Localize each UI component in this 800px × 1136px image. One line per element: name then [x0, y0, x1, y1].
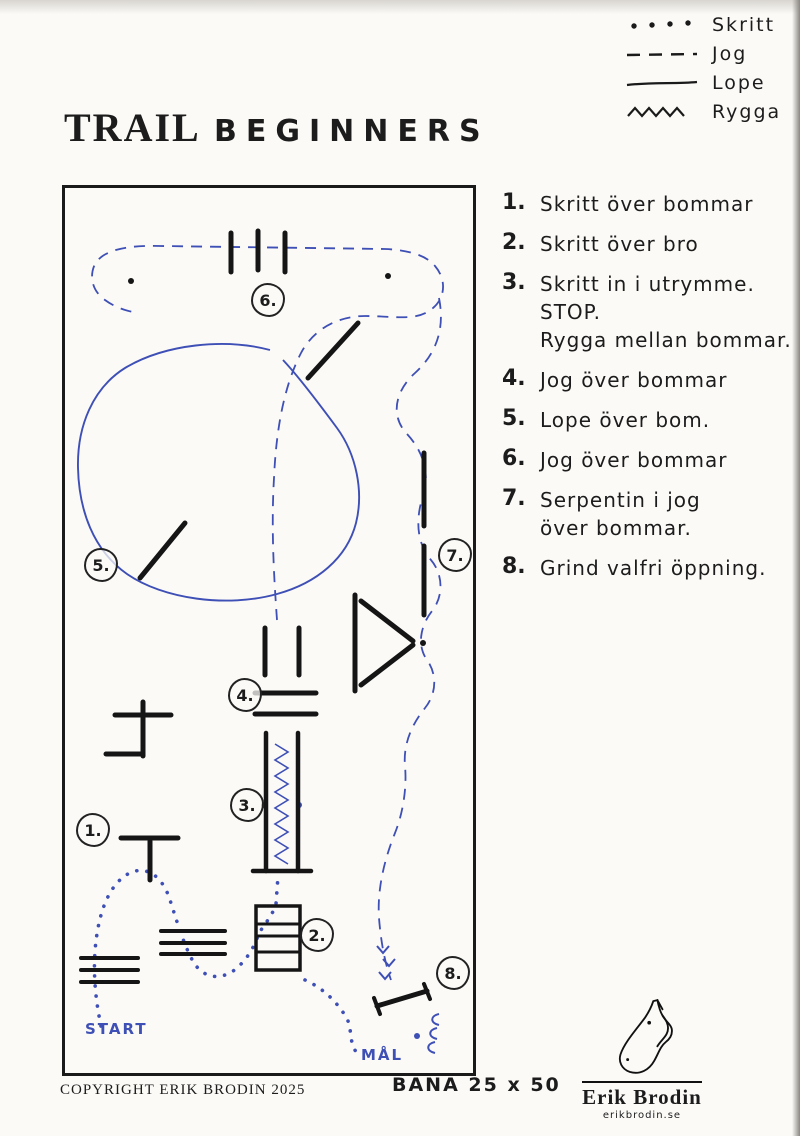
- obstacle-3-chute: [250, 730, 314, 874]
- jog-path-serpentine: [377, 297, 442, 981]
- rygga-zigzag: [273, 743, 290, 865]
- obstacle-instruction-list: 1. Skritt över bommar 2. Skritt över bro…: [502, 190, 798, 594]
- solid-line-icon: [626, 80, 698, 87]
- rider-paths: [77, 244, 444, 1056]
- instruction-text: STOP.: [540, 300, 601, 324]
- page-subtitle: BEGINNERS: [214, 114, 490, 149]
- instruction-number: 1.: [502, 190, 526, 215]
- skritt-path-to-goal: [303, 978, 360, 1056]
- instruction-text: Skritt in i utrymme.: [540, 272, 755, 296]
- instruction-4: 4. Jog över bommar: [502, 366, 798, 395]
- dashed-line-icon: [626, 52, 698, 57]
- instruction-text: Jog över bommar: [540, 368, 728, 392]
- skritt-path: [92, 868, 280, 1028]
- horse-head-icon: [618, 998, 673, 1074]
- course-dots: [128, 273, 426, 646]
- jog-path-top-loop: [91, 244, 444, 621]
- obstacle-1-t: [118, 835, 181, 883]
- instruction-1: 1. Skritt över bommar: [502, 190, 798, 219]
- logo-site: erikbrodin.se: [602, 1110, 682, 1121]
- zigzag-line-icon: [627, 106, 685, 118]
- instruction-8: 8. Grind valfri öppning.: [502, 554, 798, 583]
- scan-shadow-top: [0, 0, 800, 14]
- instruction-text: Skritt över bro: [540, 232, 699, 256]
- marker-1: 1.: [76, 813, 110, 847]
- instruction-number: 5.: [502, 406, 526, 431]
- instruction-text: Jog över bommar: [540, 448, 728, 472]
- marker-4: 4.: [228, 678, 262, 712]
- legend-row-rygga: Rygga: [626, 101, 781, 123]
- marker-3: 3.: [230, 788, 264, 822]
- walk-poles-a: [79, 956, 140, 984]
- instruction-number: 6.: [502, 446, 526, 471]
- obstacle-8-gate: [372, 982, 432, 1016]
- goal-label: MÅL: [361, 1046, 404, 1064]
- instruction-number: 4.: [502, 366, 526, 391]
- gate-chevrons-left: [376, 945, 396, 981]
- erik-brodin-logo: Erik Brodin erikbrodin.se: [572, 995, 712, 1121]
- obstacle-4-poles: [252, 625, 319, 717]
- legend-row-jog: Jog: [626, 43, 781, 65]
- obstacle-5-pole: [137, 520, 188, 581]
- walk-poles-b: [159, 929, 227, 956]
- instruction-6: 6. Jog över bommar: [502, 446, 798, 475]
- gate-chevrons-right: [427, 1013, 440, 1054]
- instruction-text: Rygga mellan bommar.: [540, 328, 792, 352]
- instruction-number: 3.: [502, 270, 526, 295]
- instruction-number: 2.: [502, 230, 526, 255]
- instruction-number: 8.: [502, 554, 526, 579]
- instruction-7: 7. Serpentin i jog över bommar.: [502, 486, 798, 543]
- legend-label-skritt: Skritt: [712, 14, 776, 36]
- copyright-text: COPYRIGHT ERIK BRODIN 2025: [60, 1082, 306, 1098]
- start-label: START: [85, 1020, 148, 1038]
- marker-8: 8.: [436, 956, 470, 990]
- legend-label-jog: Jog: [712, 43, 748, 65]
- legend-row-skritt: Skritt: [626, 14, 781, 36]
- instruction-text: Lope över bom.: [540, 408, 711, 432]
- legend-label-lope: Lope: [712, 72, 766, 94]
- arena-size-text: BANA 25 x 50: [392, 1074, 561, 1096]
- marker-6: 6.: [251, 283, 285, 317]
- obstacle-2-bridge: [254, 904, 302, 972]
- obstacle-6-poles: [228, 228, 288, 275]
- dotted-line-icon: [631, 20, 691, 29]
- instruction-text: Grind valfri öppning.: [540, 556, 767, 580]
- marker-7: 7.: [438, 538, 472, 572]
- blue-dots: [261, 802, 420, 1039]
- corner-obstacle: [103, 699, 174, 759]
- marker-2: 2.: [300, 918, 334, 952]
- instruction-text: över bommar.: [540, 516, 692, 540]
- legend-label-rygga: Rygga: [712, 101, 782, 123]
- logo-name: Erik Brodin: [582, 1081, 702, 1110]
- instruction-5: 5. Lope över bom.: [502, 406, 798, 435]
- obstacles: [79, 228, 432, 1016]
- marker-5: 5.: [84, 548, 118, 582]
- lope-path-loop: [77, 343, 361, 602]
- instruction-2: 2. Skritt över bro: [502, 230, 798, 259]
- scan-edge-right: [792, 0, 800, 1136]
- page-title: TRAIL: [64, 105, 201, 150]
- gait-legend: Skritt Jog Lope Rygga: [626, 14, 781, 123]
- funnel-obstacle: [352, 592, 416, 694]
- instruction-3: 3. Skritt in i utrymme. STOP. Rygga mell…: [502, 270, 798, 355]
- instruction-text: Serpentin i jog: [540, 488, 701, 512]
- course-drawing: [77, 228, 444, 1056]
- instruction-text: Skritt över bommar: [540, 192, 754, 216]
- arena-map: 1. 2. 3. 4. 5. 6. 7. 8. START MÅL: [62, 185, 476, 1076]
- legend-row-lope: Lope: [626, 72, 781, 94]
- slanted-pole-top: [305, 320, 361, 381]
- instruction-number: 7.: [502, 486, 526, 511]
